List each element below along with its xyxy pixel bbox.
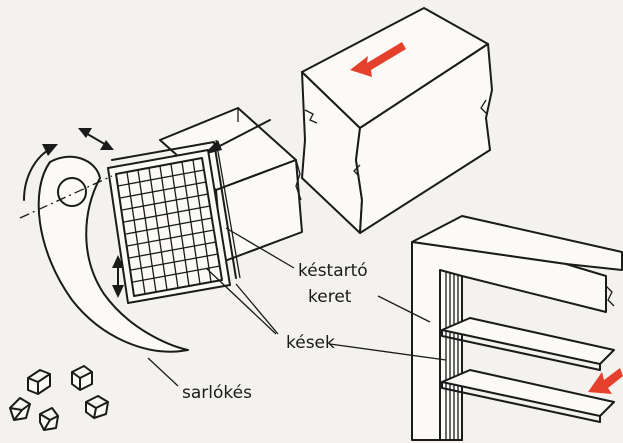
sickle-knife bbox=[19, 155, 189, 353]
cut-cubes bbox=[9, 365, 109, 431]
horizontal-motion-arrow bbox=[78, 128, 114, 150]
vertical-motion-arrow bbox=[112, 255, 124, 298]
knife-blade-lower bbox=[441, 369, 615, 423]
knife-frame-label-line1: késtartó bbox=[298, 261, 368, 281]
material-block bbox=[301, 7, 493, 234]
knife-holder-frame bbox=[411, 215, 623, 441]
knife-frame-label-line2: keret bbox=[308, 287, 352, 307]
feed-arrow-red-top bbox=[350, 42, 406, 77]
knife-grid-frame bbox=[107, 139, 241, 304]
knives-label: kések bbox=[286, 333, 335, 353]
sickle-knife-label: sarlókés bbox=[182, 383, 252, 403]
feed-arrow-red-bottom bbox=[588, 368, 623, 394]
knife-blade-upper bbox=[441, 317, 615, 371]
knife-grid-lines bbox=[117, 159, 221, 295]
rotation-arrow bbox=[23, 144, 58, 201]
leader-lines bbox=[147, 227, 447, 387]
